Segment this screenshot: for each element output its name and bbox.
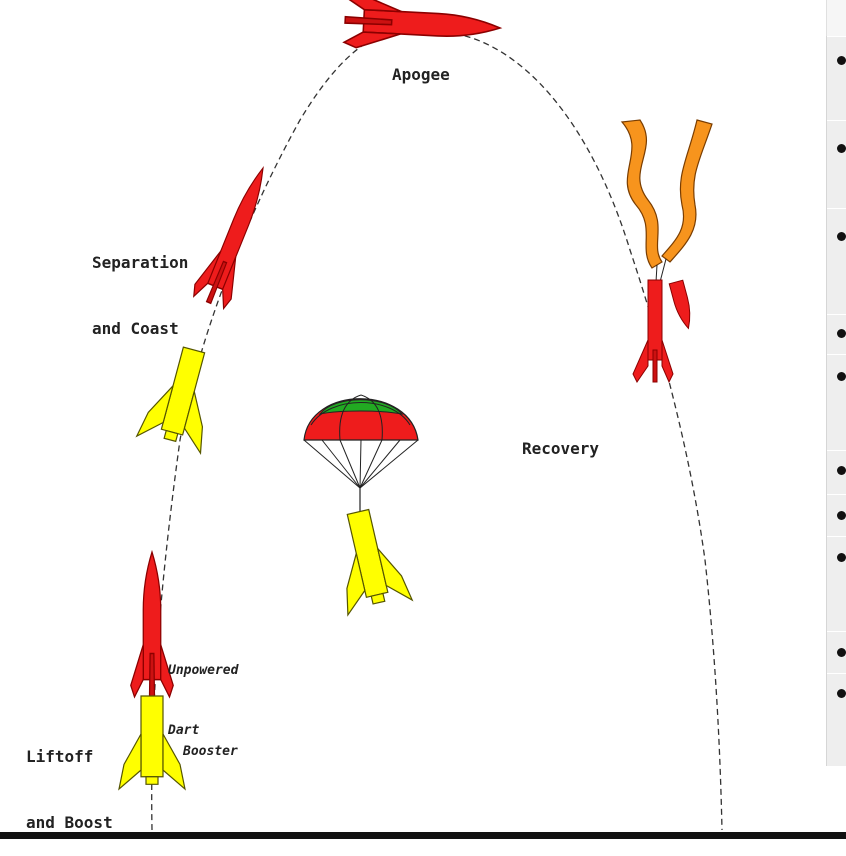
streamer xyxy=(622,120,712,282)
ground-line xyxy=(0,832,846,839)
parachute xyxy=(304,395,418,512)
label-separation-line1: Separation xyxy=(92,252,188,274)
liftoff-dart xyxy=(131,552,174,697)
label-recovery: Recovery xyxy=(522,438,599,460)
dart-nose-cone xyxy=(669,280,695,330)
label-liftoff-line2: and Boost xyxy=(26,812,113,834)
recovered-booster xyxy=(326,505,412,615)
bullet-4 xyxy=(837,329,846,338)
label-liftoff-line1: Liftoff xyxy=(26,746,113,768)
bullet-7 xyxy=(837,511,846,520)
label-separation-line2: and Coast xyxy=(92,318,188,340)
bullet-3 xyxy=(837,232,846,241)
label-unpowered-dart: Unpowered Dart xyxy=(168,621,238,761)
label-unpowered-line2: Dart xyxy=(168,721,238,741)
bullet-10 xyxy=(837,689,846,698)
side-panel-header xyxy=(826,0,846,36)
label-booster: Booster xyxy=(183,742,238,762)
side-panel-bullet-list xyxy=(826,36,846,766)
trajectory-descent xyxy=(445,32,722,830)
recovered-dart xyxy=(633,280,673,382)
label-apogee: Apogee xyxy=(392,64,450,86)
bullet-8 xyxy=(837,553,846,562)
apogee-dart-rocket xyxy=(344,0,502,55)
bullet-2 xyxy=(837,144,846,153)
bullet-9 xyxy=(837,648,846,657)
bullet-5 xyxy=(837,372,846,381)
bullet-6 xyxy=(837,466,846,475)
label-separation-coast: Separation and Coast xyxy=(92,208,188,362)
label-unpowered-line1: Unpowered xyxy=(168,661,238,681)
bullet-1 xyxy=(837,56,846,65)
